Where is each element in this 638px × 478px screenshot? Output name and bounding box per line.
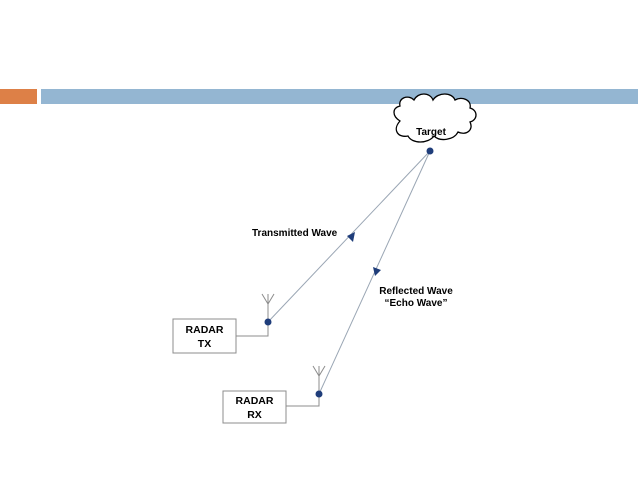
transmitted-wave-arrow (347, 232, 355, 242)
radar-tx-feed-line (236, 322, 269, 337)
radar-tx-label-line1: RADAR (186, 324, 224, 336)
accent-bar (0, 89, 37, 104)
radar-rx: RADAR RX (222, 365, 326, 424)
cloud-icon (393, 93, 477, 143)
radar-tx-box (172, 318, 237, 354)
target-cloud: Target (393, 93, 477, 143)
antenna-icon (261, 293, 275, 322)
radar-rx-box (222, 390, 287, 424)
reflected-wave-arrow (373, 267, 381, 276)
reflected-wave-label: Reflected Wave (379, 286, 453, 297)
radar-rx-label-line2: RX (247, 409, 262, 421)
radar-rx-feed-line (286, 394, 320, 407)
target-label: Target (416, 127, 446, 138)
radar-tx: RADAR TX (172, 293, 275, 354)
radar-tx-label-line2: TX (198, 338, 211, 350)
echo-wave-label: “Echo Wave” (385, 298, 448, 309)
radar-tx-node (264, 318, 272, 326)
header-bar (41, 89, 638, 104)
radar-rx-node (315, 390, 323, 398)
transmitted-wave-label: Transmitted Wave (252, 228, 338, 239)
target-node (426, 147, 434, 155)
antenna-icon (312, 365, 326, 394)
radar-rx-label-line1: RADAR (236, 395, 274, 407)
